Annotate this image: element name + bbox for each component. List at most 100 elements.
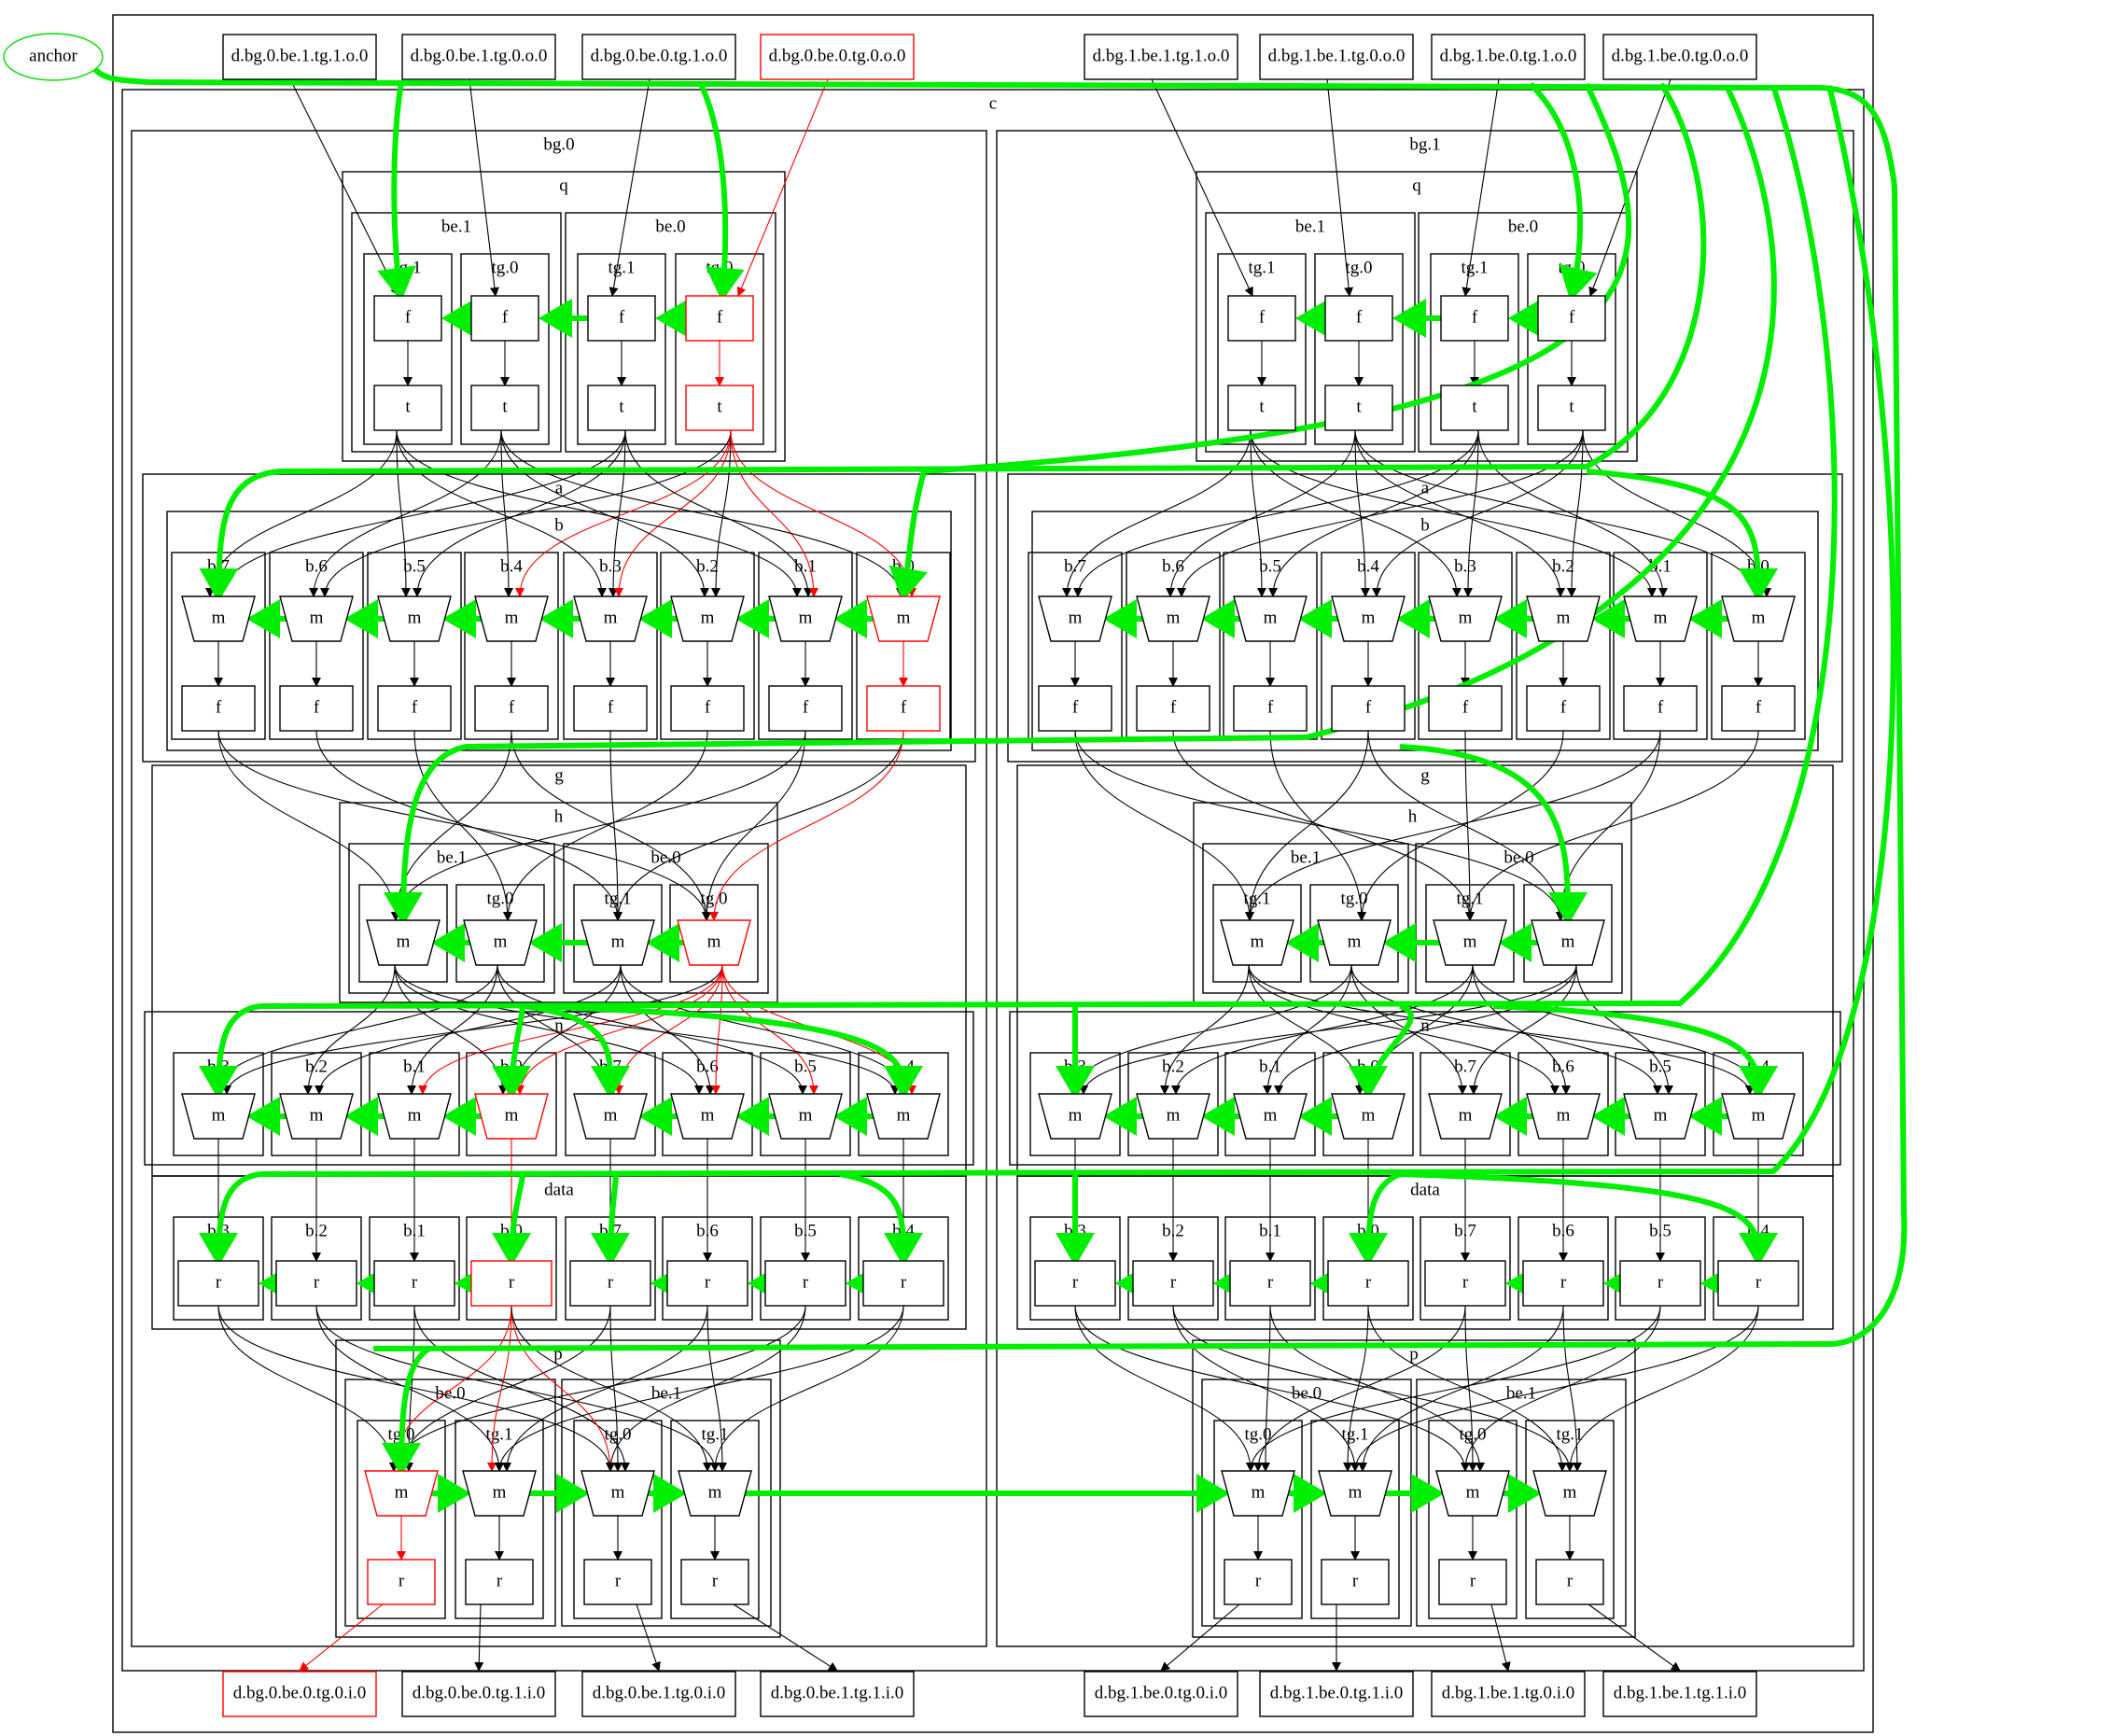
m-node-label: m	[604, 608, 618, 627]
f-node-label: f	[412, 697, 418, 717]
t-node-label: t	[1259, 397, 1265, 416]
r-node	[1321, 1559, 1390, 1605]
cluster-tg	[1428, 1420, 1518, 1619]
r-node	[764, 1260, 846, 1307]
data-to-p-edge	[1172, 1305, 1360, 1472]
h-to-n-edge	[620, 964, 715, 1095]
a-to-h-edge	[1464, 730, 1475, 921]
cluster-tg	[1527, 253, 1616, 445]
h-to-n-edge	[1575, 964, 1673, 1095]
cluster-tg-label: tg.1	[1341, 1424, 1368, 1444]
q-to-a-edge	[711, 429, 732, 597]
h-to-n-edge	[1263, 964, 1352, 1095]
cluster-b-label: b	[1420, 515, 1430, 535]
output-node	[1602, 34, 1757, 80]
input-node-label: d.bg.1.be.1.tg.0.i.0	[1442, 1683, 1575, 1702]
m-node	[768, 595, 843, 642]
cluster-b-label: b	[554, 515, 564, 535]
f-node	[1136, 685, 1210, 732]
h-to-n-edge	[407, 964, 498, 1095]
anchor-to-n-bg1-b4-edge	[1492, 1003, 1778, 1099]
f-node	[1038, 685, 1112, 732]
f-node-label: f	[705, 697, 711, 717]
m-node	[678, 1470, 752, 1517]
r-node	[680, 1559, 749, 1605]
r-node-label: r	[399, 1571, 405, 1590]
output-node-label: d.bg.0.be.1.tg.1.o.0	[231, 46, 369, 65]
cluster-bank	[660, 552, 755, 740]
h-to-n-edge	[620, 964, 911, 1095]
h-to-n-edge	[1469, 964, 1577, 1095]
m-node-label: m	[1752, 608, 1766, 627]
cluster-tg	[363, 253, 453, 445]
anchor-to-n-b0-edge	[492, 1005, 532, 1099]
data-to-p-edge	[1461, 1305, 1661, 1472]
r-node	[367, 1559, 436, 1605]
a-to-h-edge	[217, 730, 711, 921]
cluster-be-label: be.0	[435, 1383, 465, 1403]
a-to-h-edge	[709, 730, 904, 921]
data-to-p-edge	[606, 1305, 806, 1472]
m-node	[1136, 595, 1210, 642]
cluster-bank-label: b.5	[794, 1057, 817, 1076]
input-node-label: d.bg.0.be.0.tg.1.i.0	[413, 1683, 546, 1702]
m-node	[573, 595, 648, 642]
f-node-label: f	[619, 307, 625, 327]
f-node-label: f	[1072, 697, 1079, 717]
f-node	[685, 295, 754, 342]
q-to-a-edge	[396, 429, 802, 597]
q-to-a-edge	[1177, 429, 1584, 597]
m-node-label: m	[1264, 1105, 1278, 1125]
cluster-bank-label: b.7	[1454, 1057, 1476, 1076]
data-to-p-edge	[397, 1305, 611, 1472]
t-node-label: t	[1569, 397, 1574, 416]
m-node	[1433, 919, 1507, 966]
m-node	[377, 1093, 452, 1140]
a-to-h-edge	[391, 730, 806, 921]
cluster-a-label: a	[1421, 478, 1430, 497]
q-to-a-edge	[730, 429, 916, 597]
cluster-tg-label: tg.1	[1243, 889, 1270, 908]
r-node-label: r	[615, 1571, 622, 1590]
input-node	[760, 1671, 915, 1717]
cluster-bank-label: b.4	[1357, 556, 1379, 576]
m-node-label: m	[1654, 1105, 1668, 1125]
anchor-node	[3, 33, 104, 81]
t-node	[1324, 385, 1393, 431]
cluster-tg-label: tg.1	[608, 258, 635, 277]
p-to-input-edge	[733, 1603, 838, 1672]
anchor-to-a-b0-edge	[888, 82, 1632, 602]
h-to-n-edge	[303, 964, 396, 1095]
data-to-p-edge	[495, 1305, 904, 1472]
q-to-a-edge	[614, 429, 732, 597]
m-node	[463, 919, 538, 966]
q-to-a-edge	[396, 429, 607, 597]
r-node-label: r	[712, 1571, 719, 1590]
r-node	[1619, 1260, 1701, 1307]
cluster-bank-label: b.1	[403, 1057, 426, 1076]
f-node-label: f	[803, 697, 809, 717]
f-node-label: f	[901, 697, 907, 717]
anchor-to-a-edge	[199, 82, 1707, 602]
q-to-a-edge	[1250, 429, 1462, 597]
m-node	[580, 1470, 655, 1517]
q-to-a-edge	[309, 429, 502, 597]
f-node	[373, 295, 442, 342]
p-to-input-edge	[636, 1603, 661, 1672]
output-node	[1431, 34, 1586, 80]
r-node	[1535, 1559, 1604, 1605]
q-to-a-edge	[500, 429, 905, 597]
h-to-n-edge	[1248, 964, 1560, 1095]
r-node-label: r	[1560, 1272, 1567, 1292]
a-to-h-edge	[702, 730, 806, 921]
t-node-label: t	[717, 397, 722, 416]
m-node-label: m	[1251, 931, 1265, 951]
m-node	[1428, 1093, 1503, 1140]
m-node	[677, 919, 751, 966]
output-node	[1084, 34, 1238, 80]
f-node-label: f	[1267, 697, 1274, 717]
h-to-n-edge	[418, 964, 723, 1095]
cluster-bank-label: b.4	[500, 556, 523, 576]
m-node	[1623, 595, 1698, 642]
